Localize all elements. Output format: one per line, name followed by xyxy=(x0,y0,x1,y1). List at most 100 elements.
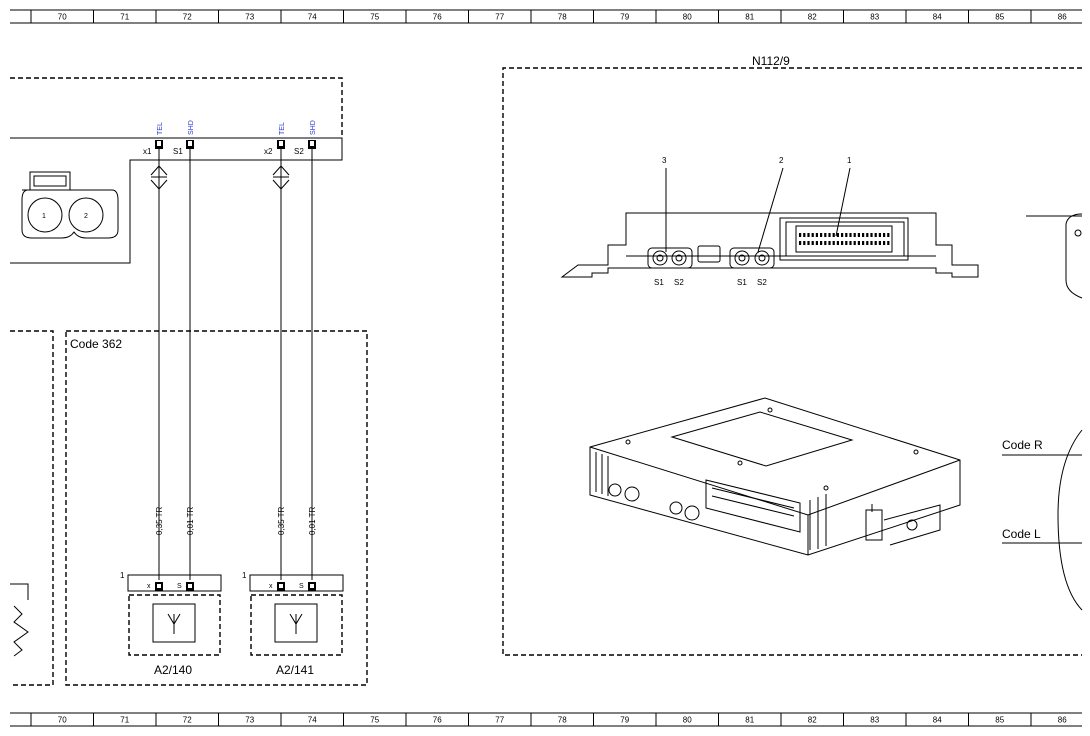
antenna-name: A2/141 xyxy=(276,663,314,677)
antenna-a2-141: 1 x S A2/141 xyxy=(242,571,344,677)
column-number: 86 xyxy=(1058,716,1067,725)
connector-pin xyxy=(874,233,877,237)
connector-pin xyxy=(845,233,848,237)
wire-spec: 0,35 TR xyxy=(155,506,164,535)
column-number: 85 xyxy=(995,13,1004,22)
connector-pin xyxy=(824,241,827,245)
connector-pin xyxy=(845,241,848,245)
connector-pin xyxy=(878,241,881,245)
antenna-a2-140: 1 x S A2/140 xyxy=(120,571,222,677)
column-number: 83 xyxy=(870,13,879,22)
module-name: N112/9 xyxy=(752,54,790,68)
pin-label: S xyxy=(177,583,182,590)
column-number: 70 xyxy=(58,13,67,22)
port-pair-left xyxy=(647,247,693,269)
left-unit-pins: TEL SHD TEL SHD x1 S1 x2 S2 xyxy=(143,120,317,156)
pin-tag: SHD xyxy=(310,120,317,135)
port-label: S2 xyxy=(674,278,684,287)
connector-pin xyxy=(887,241,890,245)
connector-pin xyxy=(824,233,827,237)
connector-number: 1 xyxy=(42,213,46,220)
connector-pin xyxy=(836,241,839,245)
column-number: 77 xyxy=(495,716,504,725)
column-number: 82 xyxy=(808,13,817,22)
column-number: 78 xyxy=(558,13,567,22)
wire-spec: 0,01 TR xyxy=(308,506,317,535)
connector-pin xyxy=(803,241,806,245)
connector-pin xyxy=(874,241,877,245)
connector-pin xyxy=(870,233,873,237)
antenna-icon xyxy=(167,613,181,634)
pin-label: x xyxy=(147,583,151,590)
connector-pin xyxy=(853,233,856,237)
column-number: 73 xyxy=(245,13,254,22)
coax-connector-symbol xyxy=(150,165,290,190)
connector-pin xyxy=(883,233,886,237)
column-number: 85 xyxy=(995,716,1004,725)
antenna-icon xyxy=(289,613,303,634)
connector-pin xyxy=(866,233,869,237)
port-label: S2 xyxy=(757,278,767,287)
column-number: 79 xyxy=(620,716,629,725)
left-partial-box xyxy=(10,330,54,686)
connector-pin xyxy=(807,241,810,245)
wires: 0,35 TR 0,01 TR 0,35 TR 0,01 TR xyxy=(150,149,317,580)
pin-tag: TEL xyxy=(279,122,286,135)
right-partial-sketch: Code R Code L xyxy=(1002,213,1083,611)
connector-pin xyxy=(849,233,852,237)
connector-pin xyxy=(803,233,806,237)
module-n112-9: N112/9 3 2 1 xyxy=(502,54,1083,656)
callout-number: 2 xyxy=(779,156,784,165)
connector-pin xyxy=(853,241,856,245)
column-number: 79 xyxy=(620,13,629,22)
column-number: 71 xyxy=(120,716,129,725)
antenna-name: A2/140 xyxy=(154,663,192,677)
connector-pin xyxy=(857,241,860,245)
column-number: 86 xyxy=(1058,13,1067,22)
column-number: 70 xyxy=(58,716,67,725)
connector-pin xyxy=(832,233,835,237)
column-number: 81 xyxy=(745,13,754,22)
column-number: 75 xyxy=(370,716,379,725)
left-unit: 1 2 xyxy=(10,77,343,264)
column-number: 84 xyxy=(933,716,942,725)
column-number: 72 xyxy=(183,13,192,22)
round-connector-sketch: 1 2 xyxy=(21,171,119,239)
column-number: 80 xyxy=(683,13,692,22)
callout-number: 1 xyxy=(847,156,852,165)
connector-pin xyxy=(799,233,802,237)
column-number: 78 xyxy=(558,716,567,725)
wire-spec: 0,01 TR xyxy=(186,506,195,535)
pin-label: x2 xyxy=(264,147,273,156)
pin-label: x1 xyxy=(143,147,152,156)
connector-pin xyxy=(832,241,835,245)
pin-label: x xyxy=(269,583,273,590)
column-number: 84 xyxy=(933,13,942,22)
pin-tag: TEL xyxy=(157,122,164,135)
pin-label: S xyxy=(299,583,304,590)
column-number: 83 xyxy=(870,716,879,725)
connector-pin xyxy=(857,233,860,237)
connector-pin xyxy=(870,241,873,245)
port-label: S1 xyxy=(737,278,747,287)
column-number: 73 xyxy=(245,716,254,725)
port-label: S1 xyxy=(654,278,664,287)
code-box-title: Code 362 xyxy=(70,337,122,351)
port-pair-right xyxy=(729,247,775,269)
connector-pin xyxy=(828,233,831,237)
antenna-index: 1 xyxy=(242,571,247,580)
column-number: 80 xyxy=(683,716,692,725)
connector-pin xyxy=(849,241,852,245)
connector-pin xyxy=(862,233,865,237)
column-number: 74 xyxy=(308,716,317,725)
connector-pin xyxy=(828,241,831,245)
connector-pin xyxy=(820,241,823,245)
connector-pin xyxy=(862,241,865,245)
connector-pin xyxy=(815,233,818,237)
pin-tag: SHD xyxy=(188,120,195,135)
column-number: 74 xyxy=(308,13,317,22)
connector-pin xyxy=(878,233,881,237)
